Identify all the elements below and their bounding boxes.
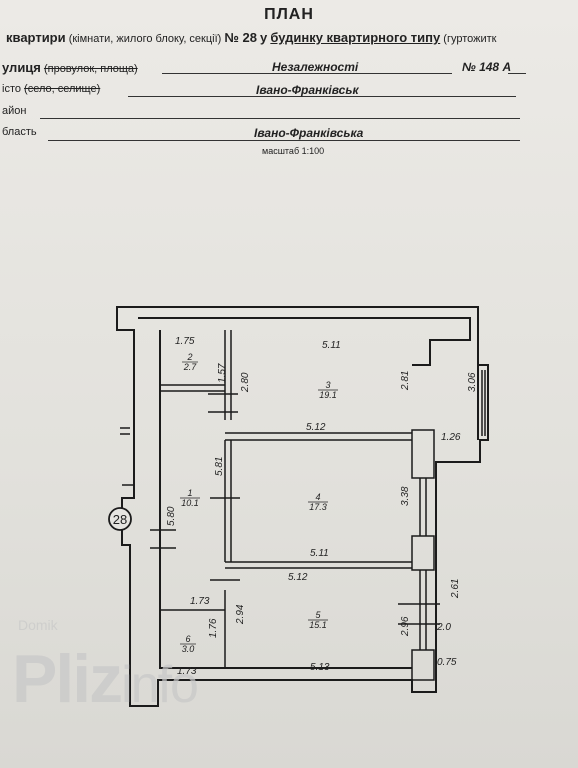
city-alt: (село, селище) xyxy=(24,83,101,95)
region-label: бласть xyxy=(2,126,37,138)
dim-5-12-a: 5.12 xyxy=(306,422,326,433)
dim-5-81: 5.81 xyxy=(214,457,225,476)
room-6-area: 3.0 xyxy=(182,644,195,654)
room-4-number: 4 xyxy=(315,492,320,502)
dim-1-75: 1.75 xyxy=(175,336,195,347)
room-3-area: 19.1 xyxy=(319,390,337,400)
city-label: істо xyxy=(2,83,21,95)
dim-2-81: 2.81 xyxy=(400,371,411,391)
street-line: улиця (провулок, площа) xyxy=(2,60,138,75)
apartment-line: квартири (кімнати, жилого блоку, секції)… xyxy=(6,30,496,45)
room-3-number: 3 xyxy=(325,380,330,390)
room-labels: 2 2.7 3 19.1 1 10.1 4 17.3 5 15.1 6 3.0 xyxy=(180,352,338,654)
room-5-number: 5 xyxy=(315,610,321,620)
dim-1-76: 1.76 xyxy=(208,618,219,638)
dim-3-38: 3.38 xyxy=(400,486,411,506)
street-label: улиця xyxy=(2,60,41,75)
apartment-paren: (кімнати, жилого блоку, секції) xyxy=(68,33,222,45)
dim-1-73-bot: 1.73 xyxy=(177,666,197,677)
apartment-marker: 28 xyxy=(113,512,127,527)
dim-5-11-top: 5.11 xyxy=(322,340,341,351)
dim-2-94: 2.94 xyxy=(235,604,246,625)
house-number: № 148 А xyxy=(462,60,512,74)
dim-5-11-mid: 5.11 xyxy=(310,548,329,559)
city-line: істо (село, селище) xyxy=(2,83,100,95)
city-underline xyxy=(128,96,516,97)
region-underline xyxy=(48,140,520,141)
house-underline xyxy=(508,73,526,74)
dim-2-96: 2.96 xyxy=(400,616,411,637)
dim-0-75: 0.75 xyxy=(437,657,457,668)
room-2-number: 2 xyxy=(186,352,192,362)
dim-5-80: 5.80 xyxy=(166,506,177,526)
region-value: Івано-Франківська xyxy=(254,126,364,140)
room-1-number: 1 xyxy=(187,488,192,498)
street-underline xyxy=(162,73,452,74)
district-underline xyxy=(40,118,520,119)
dim-2-0: 2.0 xyxy=(436,622,451,633)
scale-note: масштаб 1:100 xyxy=(262,146,325,156)
dim-2-61: 2.61 xyxy=(450,579,461,599)
district-line: айон xyxy=(2,105,26,117)
dim-1-57: 1.57 xyxy=(217,363,228,383)
dim-1-73-top: 1.73 xyxy=(190,596,210,607)
room-5-area: 15.1 xyxy=(309,620,327,630)
room-6-number: 6 xyxy=(185,634,190,644)
apartment-label: квартири xyxy=(6,30,66,45)
city-value: Івано-Франківськ xyxy=(256,83,359,97)
room-1-area: 10.1 xyxy=(181,498,199,508)
watermark-small: Domik xyxy=(18,617,58,633)
apartment-number: № 28 xyxy=(224,30,257,45)
dimension-labels: 1.75 5.11 1.57 2.80 2.81 3.06 5.12 1.26 … xyxy=(166,336,478,677)
region-line: бласть xyxy=(2,126,37,138)
dim-5-12-b: 5.12 xyxy=(288,572,308,583)
district-label: айон xyxy=(2,105,27,117)
watermark-logo: Plizinfo xyxy=(12,640,199,718)
dim-2-80: 2.80 xyxy=(240,372,251,393)
dim-1-26: 1.26 xyxy=(441,432,461,443)
street-value: Незалежності xyxy=(272,60,359,74)
dim-5-13: 5.13 xyxy=(310,662,330,673)
apartment-marker-circle xyxy=(108,507,132,531)
building-type-tail: (гуртожитк xyxy=(443,33,497,45)
plan-title: ПЛАН xyxy=(264,6,314,23)
street-alt: (провулок, площа) xyxy=(43,63,138,75)
room-4-area: 17.3 xyxy=(309,502,327,512)
room-2-area: 2.7 xyxy=(183,362,198,372)
inner-walls xyxy=(120,330,486,681)
building-type: будинку квартирного типу xyxy=(270,30,441,45)
apartment-mid: у xyxy=(260,30,268,45)
watermark-suffix: info xyxy=(121,656,199,714)
dim-3-06: 3.06 xyxy=(467,372,478,392)
watermark-brand: Pliz xyxy=(12,641,123,717)
